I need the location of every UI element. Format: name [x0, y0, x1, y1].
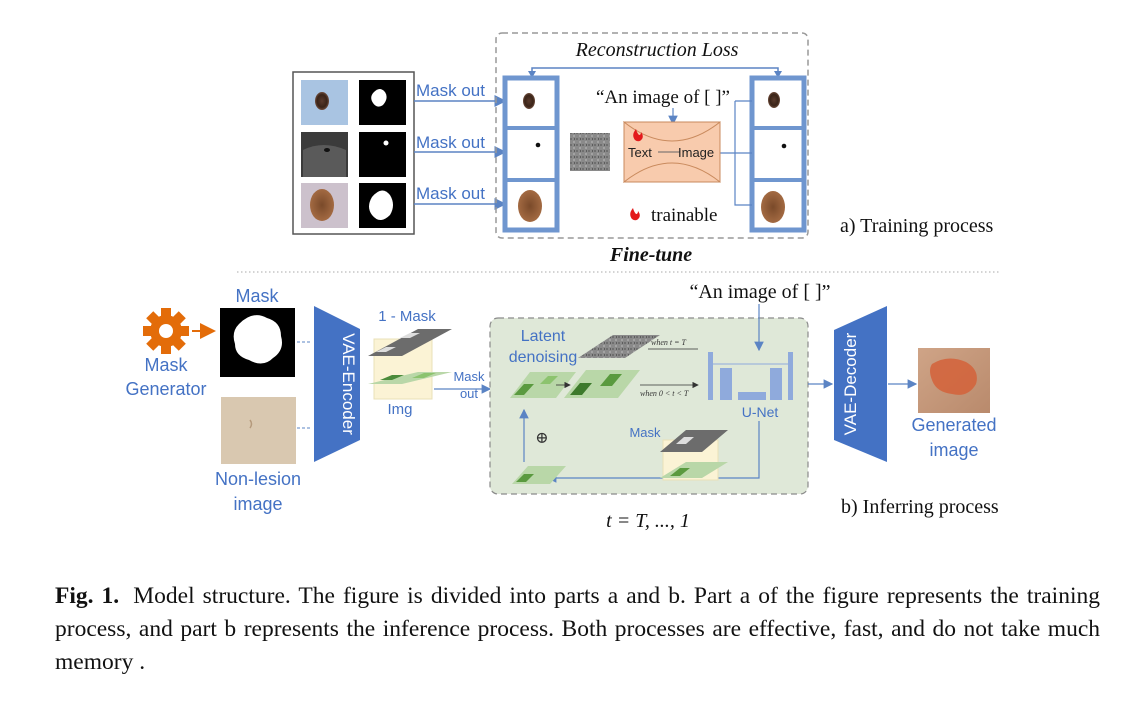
reconstructed-column — [749, 75, 807, 233]
training-process: Mask out Mask out Mask out Reconstructio… — [292, 32, 994, 266]
inferring-process: Mask Generator Mask Non-lesion image VAE… — [125, 281, 998, 532]
unet — [708, 352, 793, 400]
trainable-label: trainable — [651, 205, 717, 226]
vae-decoder-label: VAE-Decoder — [841, 332, 860, 435]
figure-caption: Fig. 1. Model structure. The figure is d… — [55, 580, 1100, 679]
binary-mask-2 — [359, 132, 406, 177]
image-label: Image — [678, 145, 714, 160]
prompt-text-b: “An image of [ ]” — [689, 281, 830, 303]
masked-inputs-column — [502, 75, 560, 233]
non-lesion-label-line2: image — [233, 494, 282, 514]
inner-mask-label: Mask — [629, 425, 661, 440]
vae-decoder — [834, 306, 887, 462]
flame-icon — [633, 129, 643, 142]
mask-out-label-2: Mask out — [416, 133, 485, 152]
mask-out-label-3: Mask out — [416, 184, 485, 203]
caption-text: Model structure. The figure is divided i… — [55, 583, 1100, 675]
finetune-region — [495, 32, 809, 239]
trainable-flame-icon — [630, 208, 640, 221]
vae-encoder-label: VAE-Encoder — [339, 333, 358, 435]
when-t-range-label: when 0 < t < T — [640, 389, 689, 398]
noise-latent-b — [578, 335, 660, 358]
finetune-label: Fine-tune — [609, 244, 692, 266]
mask-generator-label-line1: Mask — [144, 355, 188, 375]
gear-icon — [143, 308, 189, 354]
reconstruction-loss-label: Reconstruction Loss — [575, 39, 739, 61]
noise-latent — [570, 133, 610, 171]
oplus-symbol: ⊕ — [535, 430, 548, 447]
timestep-label: t = T, ..., 1 — [606, 510, 690, 532]
model-structure-figure: Mask out Mask out Mask out Reconstructio… — [125, 32, 1000, 532]
part-a-label: a) Training process — [840, 215, 994, 237]
latent-stack — [368, 329, 452, 400]
img-label: Img — [387, 401, 412, 418]
non-lesion-image — [221, 397, 296, 464]
generated-label-line2: image — [929, 440, 978, 460]
text-label: Text — [628, 145, 652, 160]
unet-label: U-Net — [742, 404, 779, 420]
mask-out-label-b-line1: Mask — [453, 369, 485, 384]
mask-label: Mask — [235, 286, 279, 306]
mask-out-label-b-line2: out — [460, 386, 478, 401]
one-minus-mask-label: 1 - Mask — [378, 308, 436, 325]
non-lesion-label-line1: Non-lesion — [215, 469, 301, 489]
part-b-label: b) Inferring process — [841, 496, 999, 518]
caption-label: Fig. 1. — [55, 583, 120, 609]
denoising-loop-panel — [489, 317, 809, 495]
mask-out-label-1: Mask out — [416, 81, 485, 100]
vae-encoder — [314, 306, 360, 462]
latent-denoising-label-line1: Latent — [521, 328, 566, 345]
mask-generator-label-line2: Generator — [125, 379, 206, 399]
when-t-eq-label: when t = T — [651, 338, 687, 347]
prompt-text-a: “An image of [ ]” — [596, 87, 730, 108]
latent-denoising-label-line2: denoising — [509, 349, 578, 366]
generated-label-line1: Generated — [911, 415, 996, 435]
